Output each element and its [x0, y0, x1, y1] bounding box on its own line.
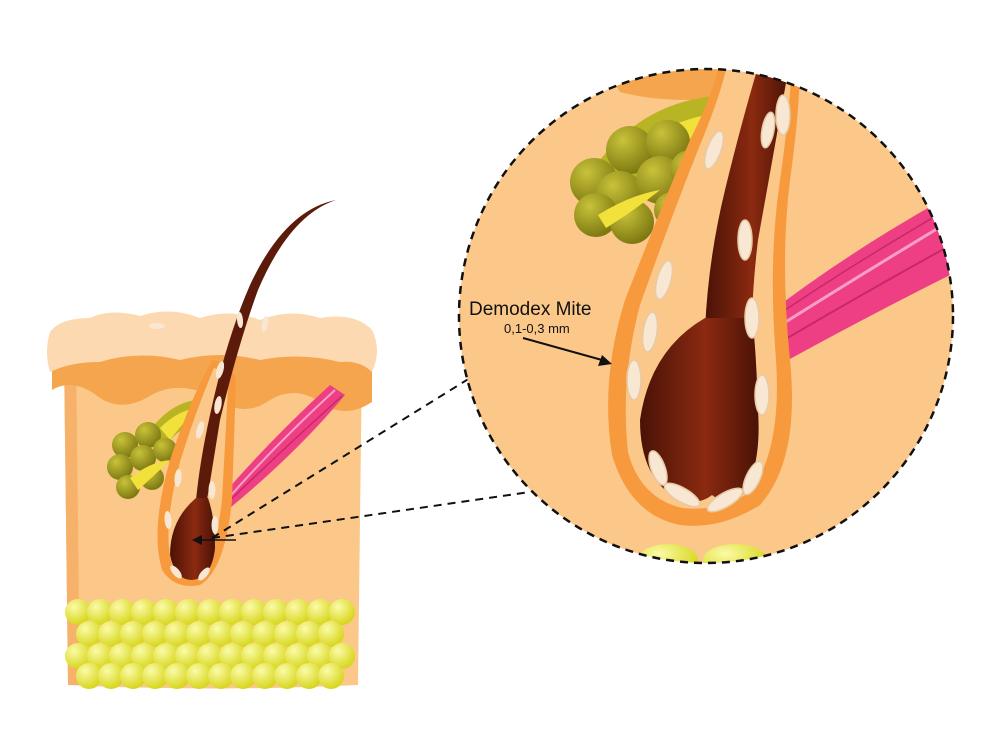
- fat-cell: [98, 621, 124, 647]
- fat-cell: [241, 599, 267, 625]
- hair-bulb: [170, 498, 215, 580]
- fat-cell: [307, 643, 333, 669]
- fat-cell: [87, 599, 113, 625]
- magnified-view: [457, 67, 955, 565]
- fat-cell: [263, 599, 289, 625]
- label-arrowhead: [598, 355, 612, 366]
- fat-cell: [65, 599, 91, 625]
- fat-cell: [329, 643, 355, 669]
- fat-cell: [98, 663, 124, 689]
- fat-cell: [87, 643, 113, 669]
- fat-cell: [208, 663, 234, 689]
- fat-cell: [274, 621, 300, 647]
- fat-cell: [164, 663, 190, 689]
- fat-cell: [285, 643, 311, 669]
- fat-cell: [230, 621, 256, 647]
- fat-cell: [120, 621, 146, 647]
- arrector-pili-muscle: [220, 385, 345, 512]
- pointer-arrowhead-small: [192, 535, 202, 545]
- fat-cell: [142, 663, 168, 689]
- fat-cell: [219, 599, 245, 625]
- fat-cell: [252, 663, 278, 689]
- fat-cell: [175, 643, 201, 669]
- zoom-connectors: [211, 377, 531, 539]
- fat-cell: [274, 663, 300, 689]
- fat-cell: [219, 643, 245, 669]
- fat-cell: [109, 599, 135, 625]
- fat-cell: [153, 599, 179, 625]
- fat-cell: [329, 599, 355, 625]
- label-pointer-line: [522, 337, 603, 361]
- mite-group-small: [149, 312, 269, 581]
- fat-cell: [296, 621, 322, 647]
- mite-label: Demodex Mite 0,1-0,3 mm: [469, 299, 612, 366]
- fat-cell: [65, 643, 91, 669]
- fat-cell: [197, 599, 223, 625]
- fat-cell: [208, 621, 234, 647]
- fat-cell: [131, 599, 157, 625]
- fat-cell: [175, 599, 201, 625]
- fat-cell: [285, 599, 311, 625]
- fat-cell: [142, 621, 168, 647]
- skin-surface: [47, 311, 377, 372]
- fat-cell: [307, 599, 333, 625]
- fat-cell: [186, 663, 212, 689]
- fat-cell: [296, 663, 322, 689]
- fat-cell: [186, 621, 212, 647]
- fat-cell: [230, 663, 256, 689]
- fat-cell: [76, 621, 102, 647]
- fat-cell: [164, 621, 190, 647]
- label-title: Demodex Mite: [469, 299, 592, 320]
- fat-cell: [318, 663, 344, 689]
- hair-bulb-magnified: [640, 318, 759, 502]
- fat-cell: [109, 643, 135, 669]
- mite-group-magnified: [626, 94, 791, 513]
- fat-cell: [120, 663, 146, 689]
- fat-cell: [131, 643, 157, 669]
- magnifier-border: [457, 67, 955, 565]
- fat-layer: [65, 599, 355, 689]
- fat-cell: [318, 621, 344, 647]
- fat-cell: [197, 643, 223, 669]
- fat-cell: [76, 663, 102, 689]
- fat-cell: [241, 643, 267, 669]
- skin-section: [47, 200, 377, 689]
- hair-shaft: [196, 200, 336, 500]
- fat-cell: [263, 643, 289, 669]
- fat-cell: [252, 621, 278, 647]
- fat-cell: [153, 643, 179, 669]
- label-size: 0,1-0,3 mm: [504, 321, 570, 336]
